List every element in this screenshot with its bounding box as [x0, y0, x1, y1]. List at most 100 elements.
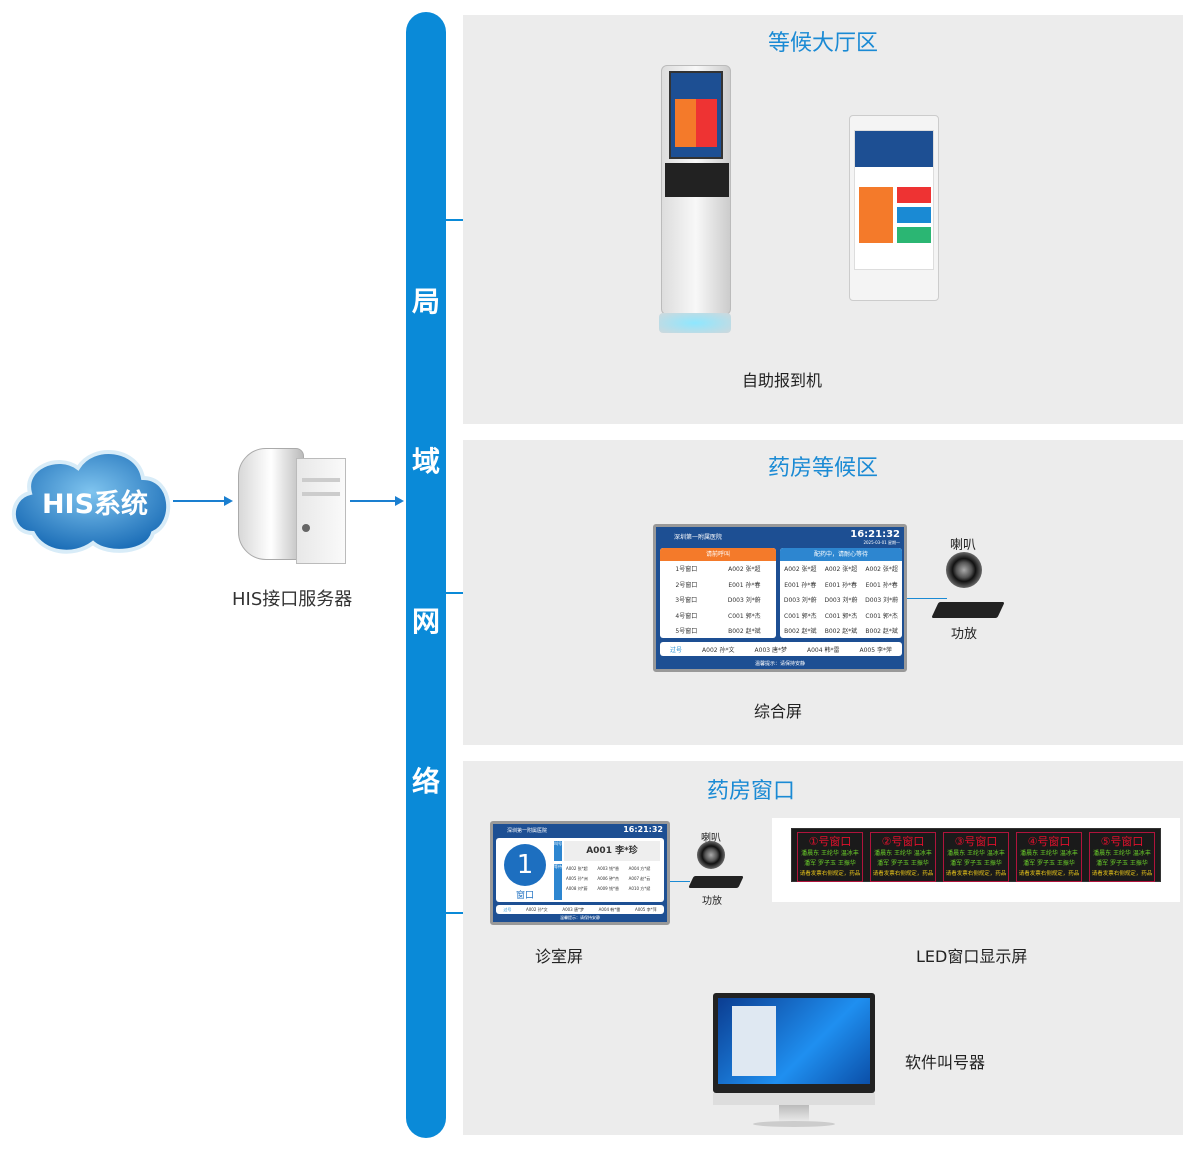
waiting-item: A003 钱*香 — [597, 866, 619, 871]
hospital-name: 深圳第一附属医院 — [674, 534, 723, 541]
monitor-icon — [713, 993, 875, 1133]
connector-line — [446, 912, 463, 914]
patient-cell: A002 张*超 — [865, 566, 898, 574]
clinic-screen-label: 诊室屏 — [535, 947, 584, 966]
patient-cell: E001 孙*春 — [824, 581, 858, 589]
wait-tag: 等待 — [554, 864, 562, 900]
waiting-item: A010 方*斌 — [628, 886, 651, 891]
waiting-item: A002 张*超 — [566, 866, 588, 871]
zone-title: 药房窗口 — [706, 779, 795, 804]
connector-line — [446, 592, 463, 594]
led-title: ③号窗口 — [954, 835, 998, 848]
connector-line — [446, 219, 463, 221]
network-char: 络 — [411, 765, 440, 798]
list-header: 配药中，请耐心等待 — [780, 548, 902, 561]
list-header: 请前呼叫 — [660, 548, 776, 561]
window-label: 窗口 — [515, 891, 534, 901]
window-cell: 2号窗口 — [675, 581, 698, 589]
waiting-item: A005 孙*洲 — [566, 876, 588, 881]
zone-waiting-hall: 等候大厅区 自助报到机 — [463, 15, 1183, 424]
patient-cell: D003 刘*蔚 — [824, 597, 858, 605]
led-notice: 请看发票右侧规定，药品 — [1018, 871, 1080, 877]
cloud-icon — [11, 450, 171, 554]
calling-row: 5号窗口 B002 赵*斌 — [660, 623, 776, 638]
zone-pharmacy-waiting: 药房等候区 深圳第一附属医院 16:21:32 2025-03-01 星期一 请… — [463, 440, 1183, 745]
kiosk-desktop-icon — [849, 115, 939, 301]
patient-cell: D003 刘*蔚 — [727, 597, 761, 605]
window-number: 1 — [504, 844, 546, 886]
led-line: 潘晨东 王纶华 温冰丰 — [1020, 850, 1078, 857]
led-line: 潘晨东 王纶华 温冰丰 — [874, 850, 932, 857]
speaker-icon — [946, 552, 982, 588]
led-line: 潘晨东 王纶华 温冰丰 — [1093, 850, 1151, 857]
patient-cell: C001 郭*杰 — [728, 612, 761, 620]
amplifier-label: 功放 — [702, 896, 722, 907]
call-tag: 叫号 — [554, 841, 562, 861]
led-window: ⑤号窗口潘晨东 王纶华 温冰丰潘军 罗子玉 王振华请看发票右侧规定，药品 — [1089, 832, 1155, 882]
window-cell: 5号窗口 — [675, 628, 698, 636]
server-icon — [238, 448, 350, 566]
led-notice: 请看发票右侧规定，药品 — [945, 871, 1007, 877]
passed-bar: 过号 A002 孙*文 A003 唐*梦 A004 韩*雷 A005 李*萍 — [660, 642, 902, 656]
passed-item: A002 孙*文 — [526, 906, 548, 912]
patient-cell: D003 刘*蔚 — [783, 597, 817, 605]
patient-cell: B002 赵*斌 — [865, 628, 898, 636]
patient-cell: C001 郭*杰 — [865, 612, 898, 620]
patient-cell: E001 孙*春 — [865, 581, 898, 589]
led-notice: 请看发票右侧规定，药品 — [799, 871, 861, 877]
patient-cell: E001 孙*春 — [784, 581, 817, 589]
amplifier-label: 功放 — [951, 627, 978, 642]
patient-cell: C001 郭*杰 — [824, 612, 858, 620]
his-system-label: HIS系统 — [41, 489, 149, 520]
waiting-item: A006 钟*杰 — [597, 876, 619, 881]
passed-item: A002 孙*文 — [702, 646, 735, 654]
footer-tip: 温馨提示：请保持安静 — [560, 915, 600, 920]
patient-cell: A002 张*超 — [784, 566, 817, 574]
speaker-label: 喇叭 — [701, 833, 721, 844]
current-number: A001 李*珍 — [564, 841, 660, 861]
led-title: ②号窗口 — [881, 835, 925, 848]
software-caller-label: 软件叫号器 — [905, 1053, 986, 1072]
arrow-icon — [350, 496, 404, 506]
passed-label: 过号 — [503, 906, 512, 912]
amplifier-icon — [931, 602, 1005, 618]
device-label: 综合屏 — [754, 702, 803, 721]
zone-title: 等候大厅区 — [767, 31, 878, 56]
passed-label: 过号 — [670, 646, 683, 654]
window-cell: 1号窗口 — [675, 566, 698, 574]
led-line: 潘晨东 王纶华 温冰丰 — [947, 850, 1005, 857]
led-window: ②号窗口潘晨东 王纶华 温冰丰潘军 罗子玉 王振华请看发票右侧规定，药品 — [870, 832, 936, 882]
arrow-icon — [173, 496, 233, 506]
speaker-label: 喇叭 — [950, 538, 977, 553]
led-line: 潘军 罗子玉 王振华 — [804, 860, 856, 867]
clinic-screen: 深圳第一附属医院 16:21:32 1 窗口 叫号 A001 李*珍 等待 A0… — [490, 821, 670, 925]
patient-cell: A002 张*超 — [728, 566, 761, 574]
device-label: 自助报到机 — [742, 371, 823, 390]
waiting-item: A008 刘*蔚 — [566, 886, 588, 891]
passed-item: A004 韩*雷 — [807, 646, 840, 654]
dispensing-row: E001 孙*春 E001 孙*春 E001 孙*春 — [780, 577, 902, 593]
patient-cell: C001 郭*杰 — [784, 612, 817, 620]
speaker-icon — [697, 841, 725, 869]
network-char: 网 — [411, 605, 440, 638]
clock: 16:21:32 — [623, 825, 663, 834]
passed-item: A004 韩*雷 — [598, 906, 621, 912]
led-title: ①号窗口 — [808, 835, 852, 848]
passed-item: A003 唐*梦 — [562, 906, 584, 912]
patient-cell: B002 赵*斌 — [728, 628, 761, 636]
his-server-label: HIS接口服务器 — [232, 589, 353, 610]
passed-item: A003 唐*梦 — [754, 646, 787, 654]
hospital-name: 深圳第一附属医院 — [507, 828, 548, 834]
led-window: ③号窗口潘晨东 王纶华 温冰丰潘军 罗子玉 王振华请看发票右侧规定，药品 — [943, 832, 1009, 882]
amplifier-icon — [688, 876, 744, 888]
led-notice: 请看发票右侧规定，药品 — [872, 871, 934, 877]
passed-item: A005 李*萍 — [859, 646, 892, 654]
network-char: 域 — [411, 445, 440, 478]
